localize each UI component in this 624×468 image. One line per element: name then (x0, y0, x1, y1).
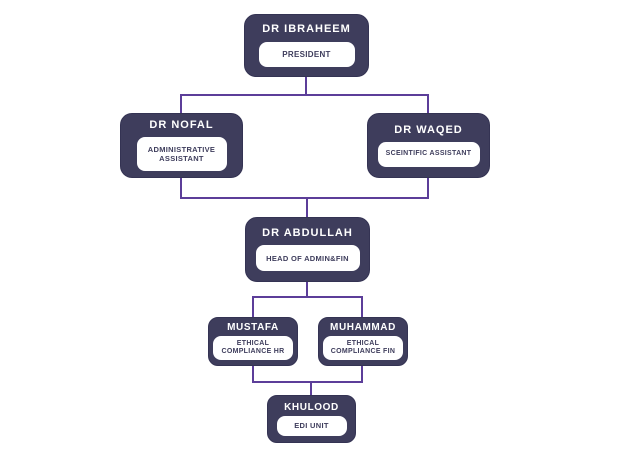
connector-line (180, 94, 429, 96)
connector-line (361, 296, 363, 317)
connector-line (180, 197, 429, 199)
role-badge: HEAD OF ADMIN&FIN (255, 245, 360, 271)
org-node-head-of-admin-fin: DR ABDULLAH HEAD OF ADMIN&FIN (245, 217, 370, 282)
connector-line (180, 94, 182, 113)
connector-line (252, 296, 363, 298)
connector-line (306, 197, 308, 217)
connector-line (427, 178, 429, 199)
person-name: DR ABDULLAH (262, 227, 353, 239)
org-node-administrative-assistant: DR NOFAL ADMINISTRATIVE ASSISTANT (120, 113, 243, 178)
connector-line (180, 178, 182, 199)
connector-line (252, 366, 254, 383)
person-name: DR WAQED (394, 123, 463, 136)
connector-line (252, 381, 363, 383)
role-badge: PRESIDENT (258, 42, 355, 67)
org-node-ethical-compliance-fin: MUHAMMAD ETHICAL COMPLIANCE FIN (318, 317, 408, 366)
person-name: DR NOFAL (149, 119, 214, 131)
role-badge: ETHICAL COMPLIANCE HR (213, 336, 293, 360)
org-node-scientific-assistant: DR WAQED SCEINTIFIC ASSISTANT (367, 113, 490, 178)
person-name: MUSTAFA (227, 322, 279, 333)
person-name: KHULOOD (284, 401, 339, 413)
org-node-edi-unit: KHULOOD EDI UNIT (267, 395, 356, 443)
connector-line (427, 94, 429, 113)
role-badge: ADMINISTRATIVE ASSISTANT (136, 137, 227, 171)
role-badge: ETHICAL COMPLIANCE FIN (323, 336, 403, 360)
org-node-ethical-compliance-hr: MUSTAFA ETHICAL COMPLIANCE HR (208, 317, 298, 366)
person-name: DR IBRAHEEM (262, 23, 351, 35)
connector-line (252, 296, 254, 317)
connector-line (305, 77, 307, 95)
connector-line (361, 366, 363, 383)
connector-line (310, 381, 312, 395)
role-badge: EDI UNIT (276, 415, 347, 436)
connector-line (306, 282, 308, 298)
role-badge: SCEINTIFIC ASSISTANT (377, 141, 480, 167)
org-node-president: DR IBRAHEEM PRESIDENT (244, 14, 369, 77)
person-name: MUHAMMAD (330, 322, 396, 333)
